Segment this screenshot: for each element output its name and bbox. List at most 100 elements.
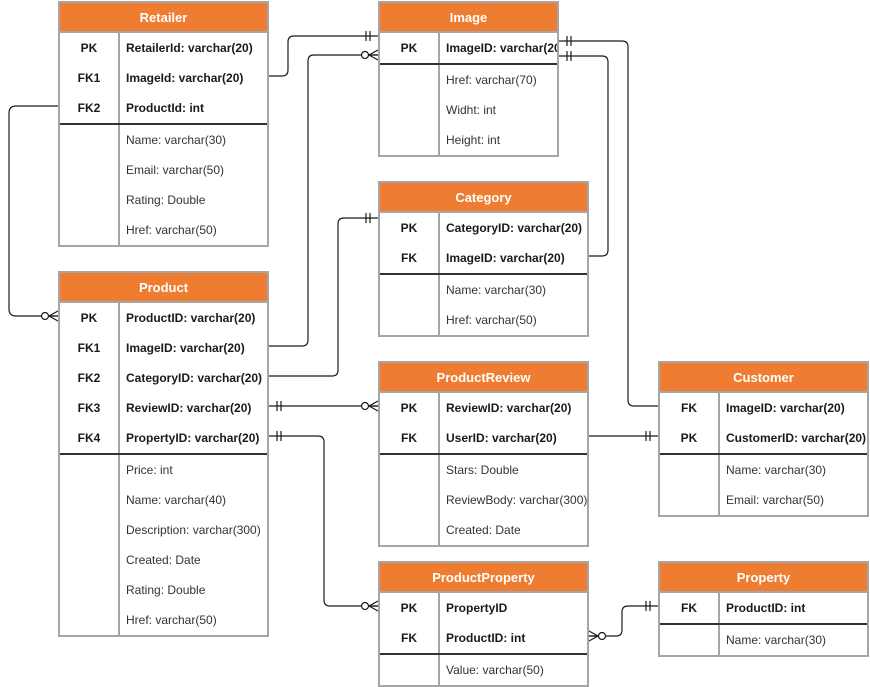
attribute-field: Price: int: [126, 463, 173, 477]
key-label: PK: [80, 41, 98, 55]
attribute-field: Rating: Double: [126, 583, 206, 597]
attribute-field: Created: Date: [446, 523, 521, 537]
customer-title: Customer: [660, 363, 867, 393]
key-field: ReviewID: varchar(20): [446, 401, 572, 415]
key-field: PropertyID: varchar(20): [126, 431, 260, 445]
many-cardinality-marker: [360, 400, 379, 412]
attribute-field: Stars: Double: [446, 463, 519, 477]
key-field: ImageID: varchar(20): [726, 401, 845, 415]
attribute-field: Href: varchar(50): [126, 613, 217, 627]
key-field: ImageID: varchar(20): [446, 251, 565, 265]
key-field: ProductId: int: [126, 101, 204, 115]
category-key-section: PK FK CategoryID: varchar(20) ImageID: varc…: [380, 213, 587, 275]
one-cardinality-marker: [566, 51, 572, 61]
product-title: Product: [60, 273, 267, 303]
key-field: ImageID: varchar(20): [446, 41, 557, 55]
key-label: FK3: [77, 401, 101, 415]
attribute-field: Name: varchar(40): [126, 493, 227, 507]
many-cardinality-marker: [40, 310, 59, 322]
attribute-field: Href: varchar(70): [446, 73, 537, 87]
one-cardinality-marker: [276, 431, 282, 441]
customer-attribute-section: Name: varchar(30) Email: varchar(50): [660, 455, 867, 515]
category-title: Category: [380, 183, 587, 213]
product-review-title: ProductReview: [380, 363, 587, 393]
key-label: FK2: [77, 371, 101, 385]
many-cardinality-marker: [360, 600, 379, 612]
many-cardinality-marker: [360, 49, 379, 61]
key-field: CategoryID: varchar(20): [446, 221, 583, 235]
key-label: FK1: [77, 341, 101, 355]
one-cardinality-marker: [365, 213, 371, 223]
attribute-field: Name: varchar(30): [126, 133, 227, 147]
one-cardinality-marker: [276, 401, 282, 411]
line-retailer-image: [269, 35, 378, 77]
attribute-field: Name: varchar(30): [446, 283, 547, 297]
key-label: FK2: [77, 101, 101, 115]
retailer-title: Retailer: [60, 3, 267, 33]
one-cardinality-marker: [645, 601, 651, 611]
key-label: FK: [681, 601, 697, 615]
key-field: CategoryID: varchar(20): [126, 371, 263, 385]
category-attribute-section: Name: varchar(30) Href: varchar(50): [380, 275, 587, 335]
attribute-field: Height: int: [446, 133, 501, 147]
attribute-field: Name: varchar(30): [726, 633, 827, 647]
key-field: PropertyID: [446, 601, 508, 615]
key-field: ReviewID: varchar(20): [126, 401, 252, 415]
key-label: FK: [401, 431, 417, 445]
key-label: PK: [400, 221, 418, 235]
key-label: FK: [681, 401, 697, 415]
key-label: PK: [400, 401, 418, 415]
key-label: PK: [400, 601, 418, 615]
key-label: FK1: [77, 71, 101, 85]
key-label: FK4: [77, 431, 101, 445]
line-product-image: [269, 54, 378, 347]
key-field: CustomerID: varchar(20): [726, 431, 867, 445]
one-cardinality-marker: [365, 31, 371, 41]
line-product-category: [269, 217, 378, 377]
product-property-key-section: PK FK PropertyID ProductID: int: [380, 593, 587, 655]
key-label: PK: [400, 41, 418, 55]
product-property-title: ProductProperty: [380, 563, 587, 593]
attribute-field: Href: varchar(50): [126, 223, 217, 237]
property-title: Property: [660, 563, 867, 593]
line-category-image: [559, 55, 609, 257]
one-cardinality-marker: [566, 36, 572, 46]
attribute-field: Email: varchar(50): [126, 163, 225, 177]
key-field: ProductID: varchar(20): [126, 311, 256, 325]
key-label: FK: [401, 631, 417, 645]
attribute-field: Created: Date: [126, 553, 201, 567]
product-property-attribute-section: Value: varchar(50): [380, 655, 587, 685]
attribute-field: Rating: Double: [126, 193, 206, 207]
key-field: RetailerId: varchar(20): [126, 41, 253, 55]
key-field: ProductID: int: [726, 601, 806, 615]
attribute-field: Name: varchar(30): [726, 463, 827, 477]
property-key-section: FK ProductID: int: [660, 593, 867, 625]
attribute-field: Href: varchar(50): [446, 313, 537, 327]
attribute-field: Email: varchar(50): [726, 493, 825, 507]
attribute-field: ReviewBody: varchar(300): [446, 493, 587, 507]
key-label: PK: [680, 431, 698, 445]
key-label: PK: [80, 311, 98, 325]
attribute-field: Description: varchar(300): [126, 523, 261, 537]
key-label: FK: [401, 251, 417, 265]
image-key-section: PK ImageID: varchar(20): [380, 33, 557, 65]
key-field: ProductID: int: [446, 631, 526, 645]
one-cardinality-marker: [645, 431, 651, 441]
line-customer-image: [559, 40, 658, 407]
property-attribute-section: Name: varchar(30): [660, 625, 867, 655]
